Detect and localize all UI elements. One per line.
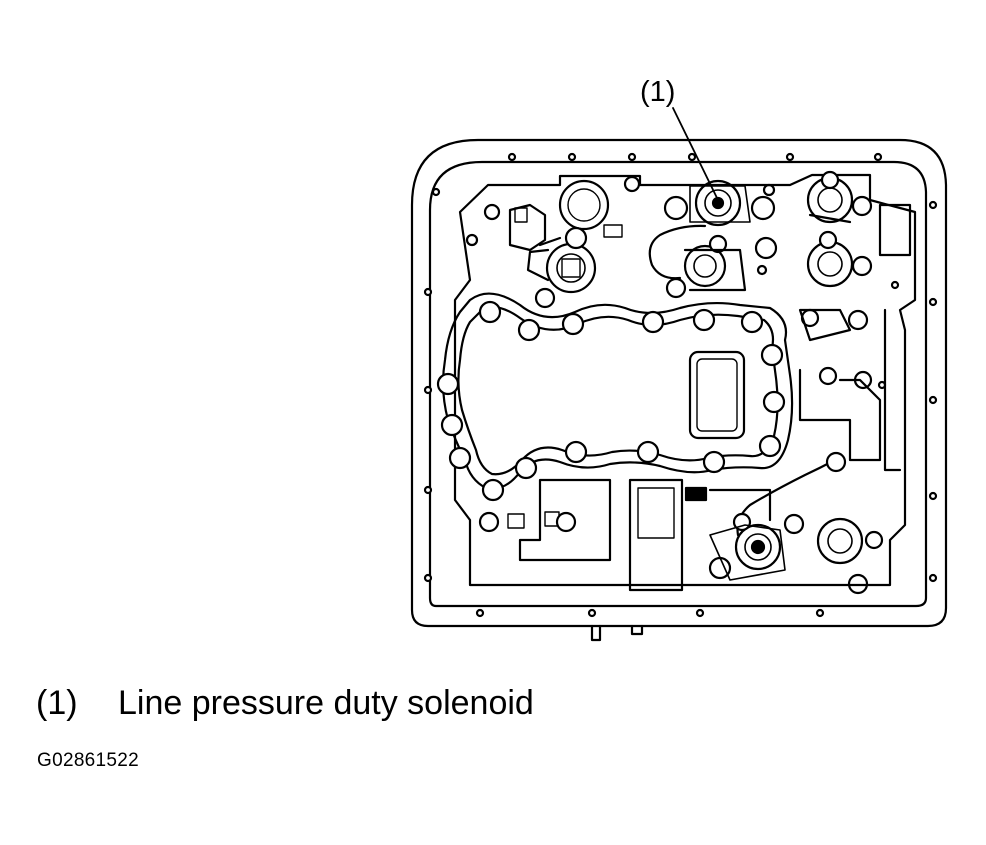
solenoid-lower-right <box>816 517 884 595</box>
filter-window <box>688 350 746 440</box>
solenoid-center <box>665 234 747 299</box>
legend-label: Line pressure duty solenoid <box>118 684 534 722</box>
solenoid-upper-right <box>806 170 873 224</box>
valve-body-right-details <box>798 203 912 472</box>
accumulator-area-upper-left <box>465 175 641 252</box>
callout-marker-1: (1) <box>640 76 675 108</box>
flange-bolt-holes <box>423 152 938 618</box>
separator-plate-inner <box>457 306 779 476</box>
figure-id: G02861522 <box>37 750 140 771</box>
gasket-bolts <box>436 300 786 502</box>
solenoid-lower-left <box>708 512 805 581</box>
legend-marker: (1) <box>36 684 78 722</box>
solenoid-left <box>526 226 597 309</box>
line-pressure-duty-solenoid <box>663 179 776 227</box>
separator-plate-gasket <box>441 292 794 490</box>
lower-center-plates <box>478 478 772 592</box>
drain-tab-left <box>590 624 602 642</box>
oil-pan-outer-flange <box>410 138 948 628</box>
wire-harness-upper <box>648 224 707 280</box>
callout-leader-line <box>672 107 719 201</box>
legend: (1) Line pressure duty solenoid <box>36 683 534 723</box>
solenoid-right-middle <box>754 230 873 288</box>
drain-tab-right <box>630 624 644 636</box>
valve-body-outline <box>453 173 917 587</box>
oil-pan-inner-flange <box>428 160 928 608</box>
